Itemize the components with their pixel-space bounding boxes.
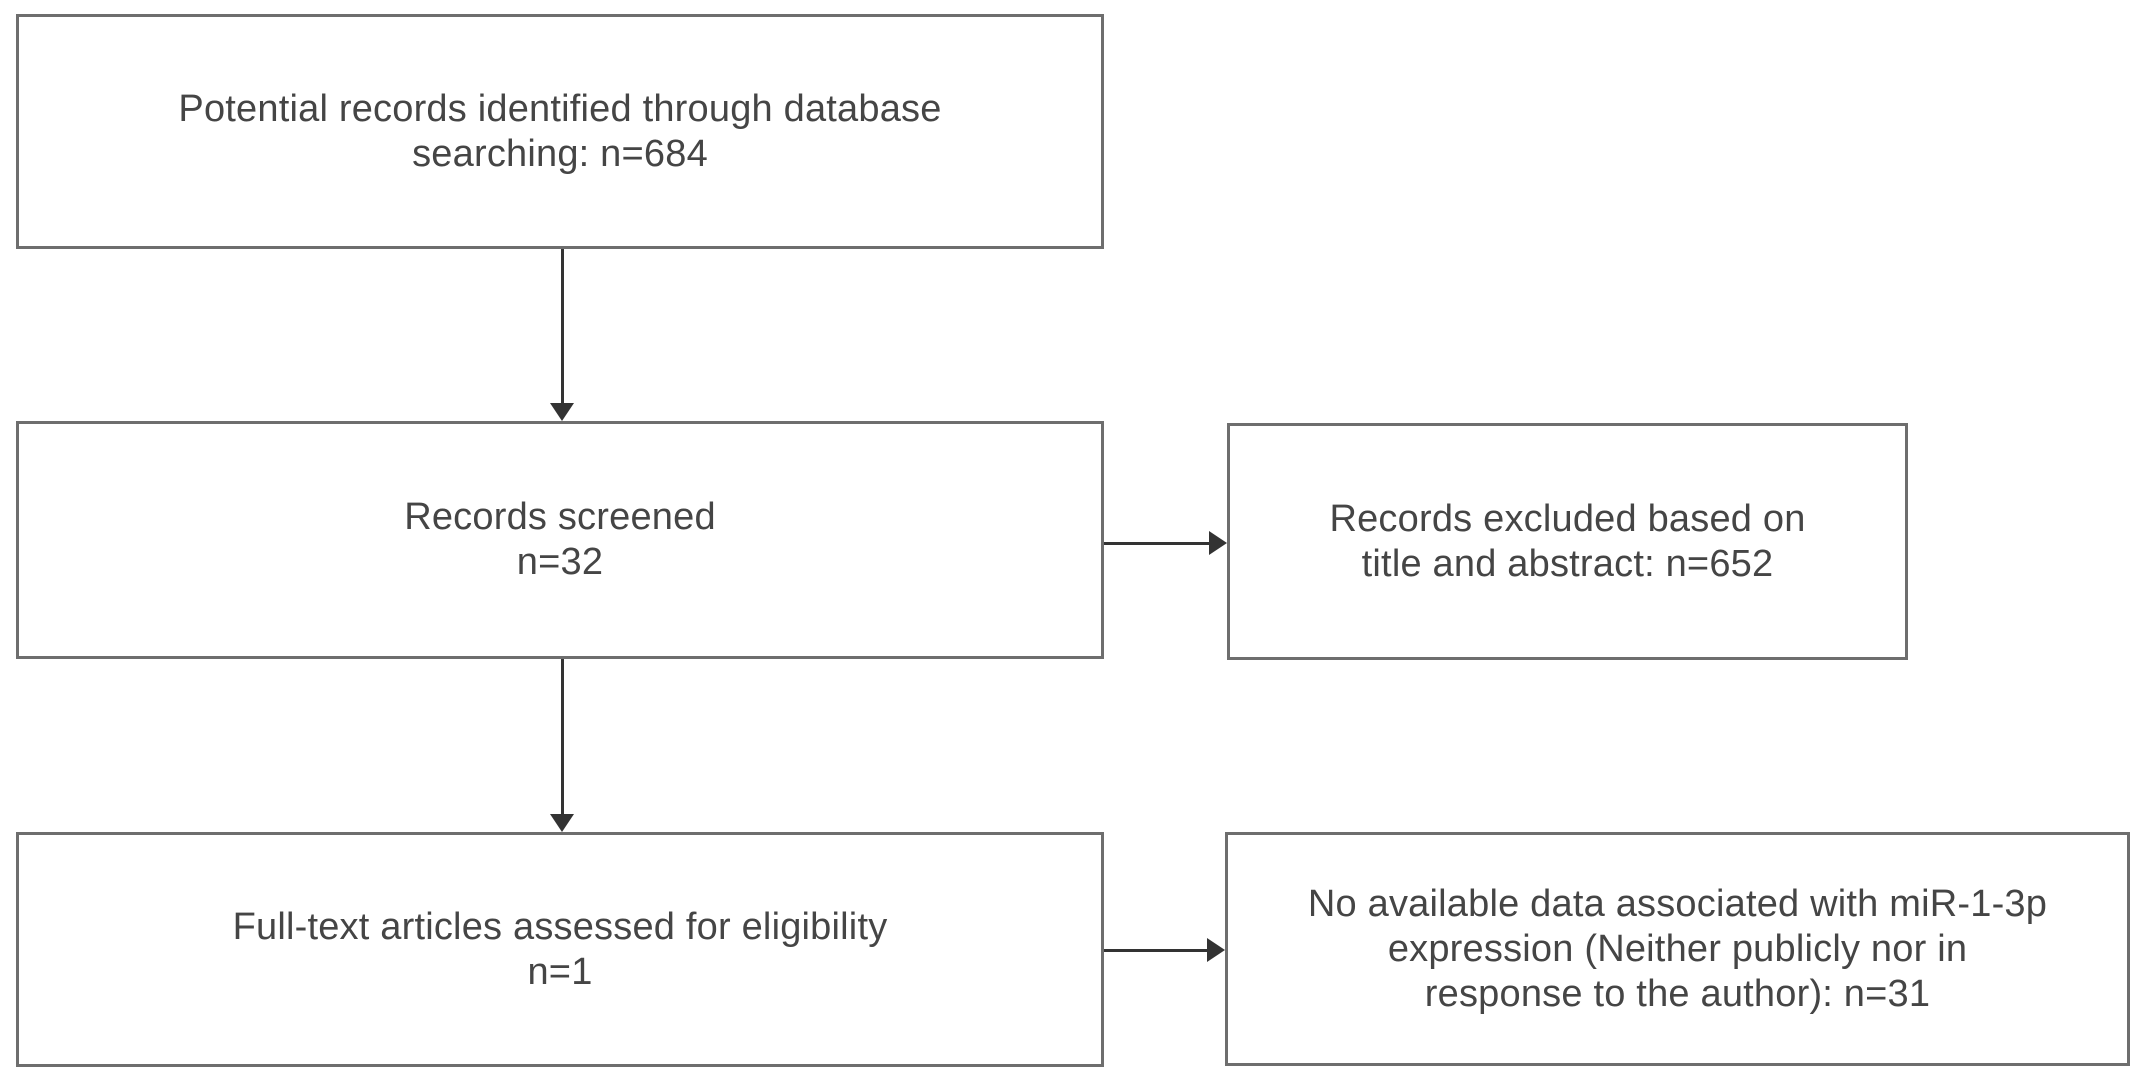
arrow-line [560,249,564,403]
flow-box-line: Potential records identified through dat… [178,87,942,130]
flow-box-line: expression (Neither publicly nor in [1387,927,1968,970]
arrow-line [560,659,564,814]
flow-box-records-screened: Records screened n=32 [16,421,1104,659]
arrowhead-right-icon [1209,531,1227,555]
flow-box-line: title and abstract: n=652 [1361,542,1774,585]
arrow-screened-to-excluded [1104,531,1227,555]
arrow-line [1104,948,1207,952]
flow-box-line: searching: n=684 [412,132,708,175]
flow-box-records-excluded: Records excluded based on title and abst… [1227,423,1908,660]
arrowhead-right-icon [1207,938,1225,962]
arrowhead-down-icon [550,814,574,832]
arrowhead-down-icon [550,403,574,421]
arrow-line [1104,541,1209,545]
flow-box-no-available-data: No available data associated with miR-1-… [1225,832,2130,1066]
arrow-identified-to-screened [550,249,574,421]
flow-box-line: Records screened [404,496,716,538]
arrow-fulltext-to-nodata [1104,938,1225,962]
flow-box-records-identified: Potential records identified through dat… [16,14,1104,249]
flow-box-line: n=32 [516,541,604,583]
arrow-screened-to-fulltext [550,659,574,832]
flow-box-line: n=1 [527,950,593,993]
flow-box-line: Full-text articles assessed for eligibil… [232,905,888,948]
flow-box-line: Records excluded based on [1329,497,1806,540]
flow-box-line: response to the author): n=31 [1424,972,1931,1015]
flow-box-line: No available data associated with miR-1-… [1307,882,2048,925]
flow-box-fulltext-assessed: Full-text articles assessed for eligibil… [16,832,1104,1067]
